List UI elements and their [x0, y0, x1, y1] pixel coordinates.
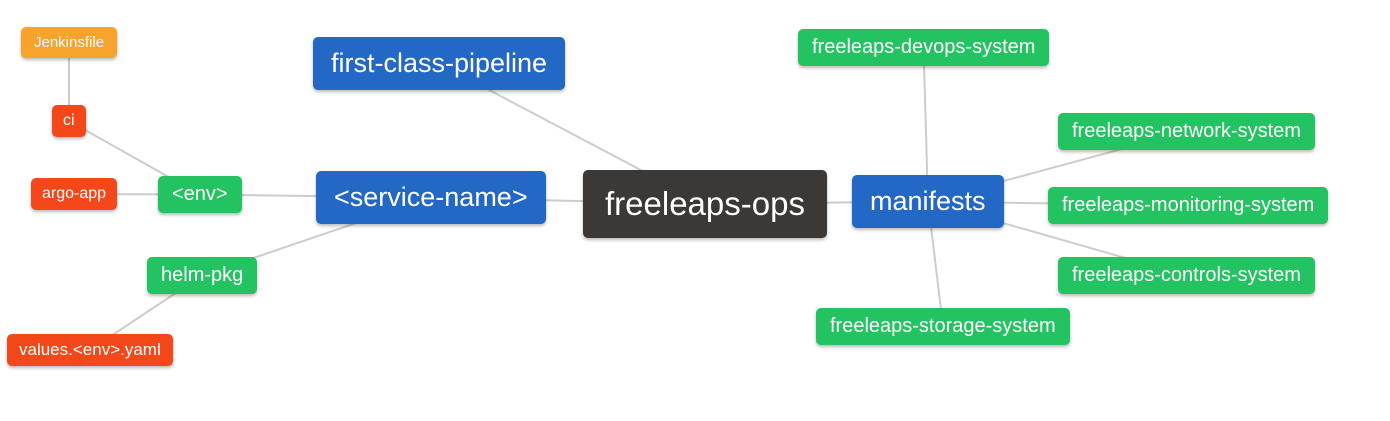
node-env[interactable]: <env>: [158, 176, 242, 213]
node-freeleaps-network-system[interactable]: freeleaps-network-system: [1058, 113, 1315, 150]
node-freeleaps-ops-root[interactable]: freeleaps-ops: [583, 170, 827, 238]
node-freeleaps-controls-system[interactable]: freeleaps-controls-system: [1058, 257, 1315, 294]
node-helm-pkg[interactable]: helm-pkg: [147, 257, 258, 294]
node-jenkinsfile[interactable]: Jenkinsfile: [21, 27, 118, 59]
node-values-env-yaml[interactable]: values.<env>.yaml: [7, 334, 173, 366]
node-ci[interactable]: ci: [52, 105, 86, 138]
node-freeleaps-monitoring-system[interactable]: freeleaps-monitoring-system: [1048, 187, 1329, 224]
node-argo-app[interactable]: argo-app: [31, 178, 118, 211]
node-service-name[interactable]: <service-name>: [316, 171, 546, 225]
node-first-class-pipeline[interactable]: first-class-pipeline: [313, 37, 566, 91]
node-freeleaps-devops-system[interactable]: freeleaps-devops-system: [798, 29, 1050, 66]
node-freeleaps-storage-system[interactable]: freeleaps-storage-system: [816, 308, 1070, 345]
node-manifests[interactable]: manifests: [852, 175, 1004, 229]
